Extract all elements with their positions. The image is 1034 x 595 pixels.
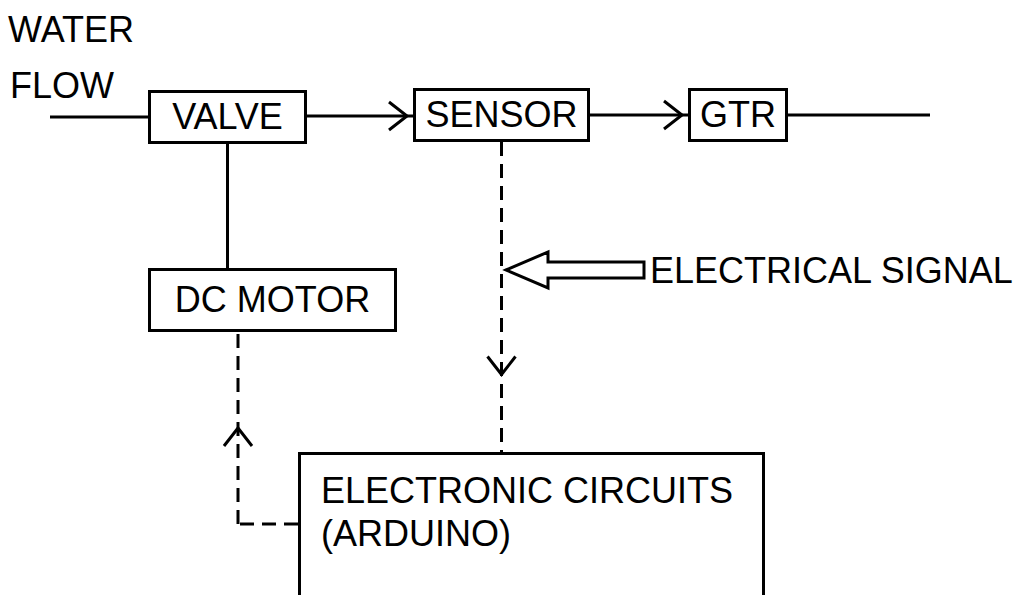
box-label: SENSOR [425, 93, 577, 136]
diagram-label: WATER [8, 8, 134, 51]
signal-connector [488, 142, 516, 452]
process-box: SENSOR [413, 88, 590, 142]
flow-connector [590, 101, 688, 129]
flow-connector [227, 144, 228, 268]
arrow-head [389, 102, 407, 130]
arrow-head [664, 101, 682, 129]
connector-line [238, 523, 298, 526]
connector-line [500, 142, 503, 452]
process-box: DC MOTOR [148, 268, 397, 332]
process-box: ELECTRONIC CIRCUITS (ARDUINO) [298, 452, 765, 595]
box-label: ELECTRONIC CIRCUITS (ARDUINO) [321, 469, 742, 555]
hollow-arrow [506, 252, 644, 288]
diagram-label: ELECTRICAL SIGNAL [650, 249, 1013, 292]
signal-connector [224, 332, 298, 524]
arrow-head [488, 357, 516, 375]
diagram-label: FLOW [10, 64, 114, 107]
box-label: VALVE [172, 95, 283, 138]
pipe-line [788, 114, 930, 117]
process-box: VALVE [148, 90, 307, 144]
box-label: DC MOTOR [175, 278, 370, 321]
connector-line [226, 144, 229, 268]
box-label: GTR [700, 93, 776, 136]
connector-line [307, 115, 413, 118]
arrow-head [224, 428, 252, 446]
flow-connector [307, 102, 413, 130]
pipe-line [50, 116, 148, 119]
connector-line [590, 114, 688, 117]
process-box: GTR [688, 88, 788, 142]
